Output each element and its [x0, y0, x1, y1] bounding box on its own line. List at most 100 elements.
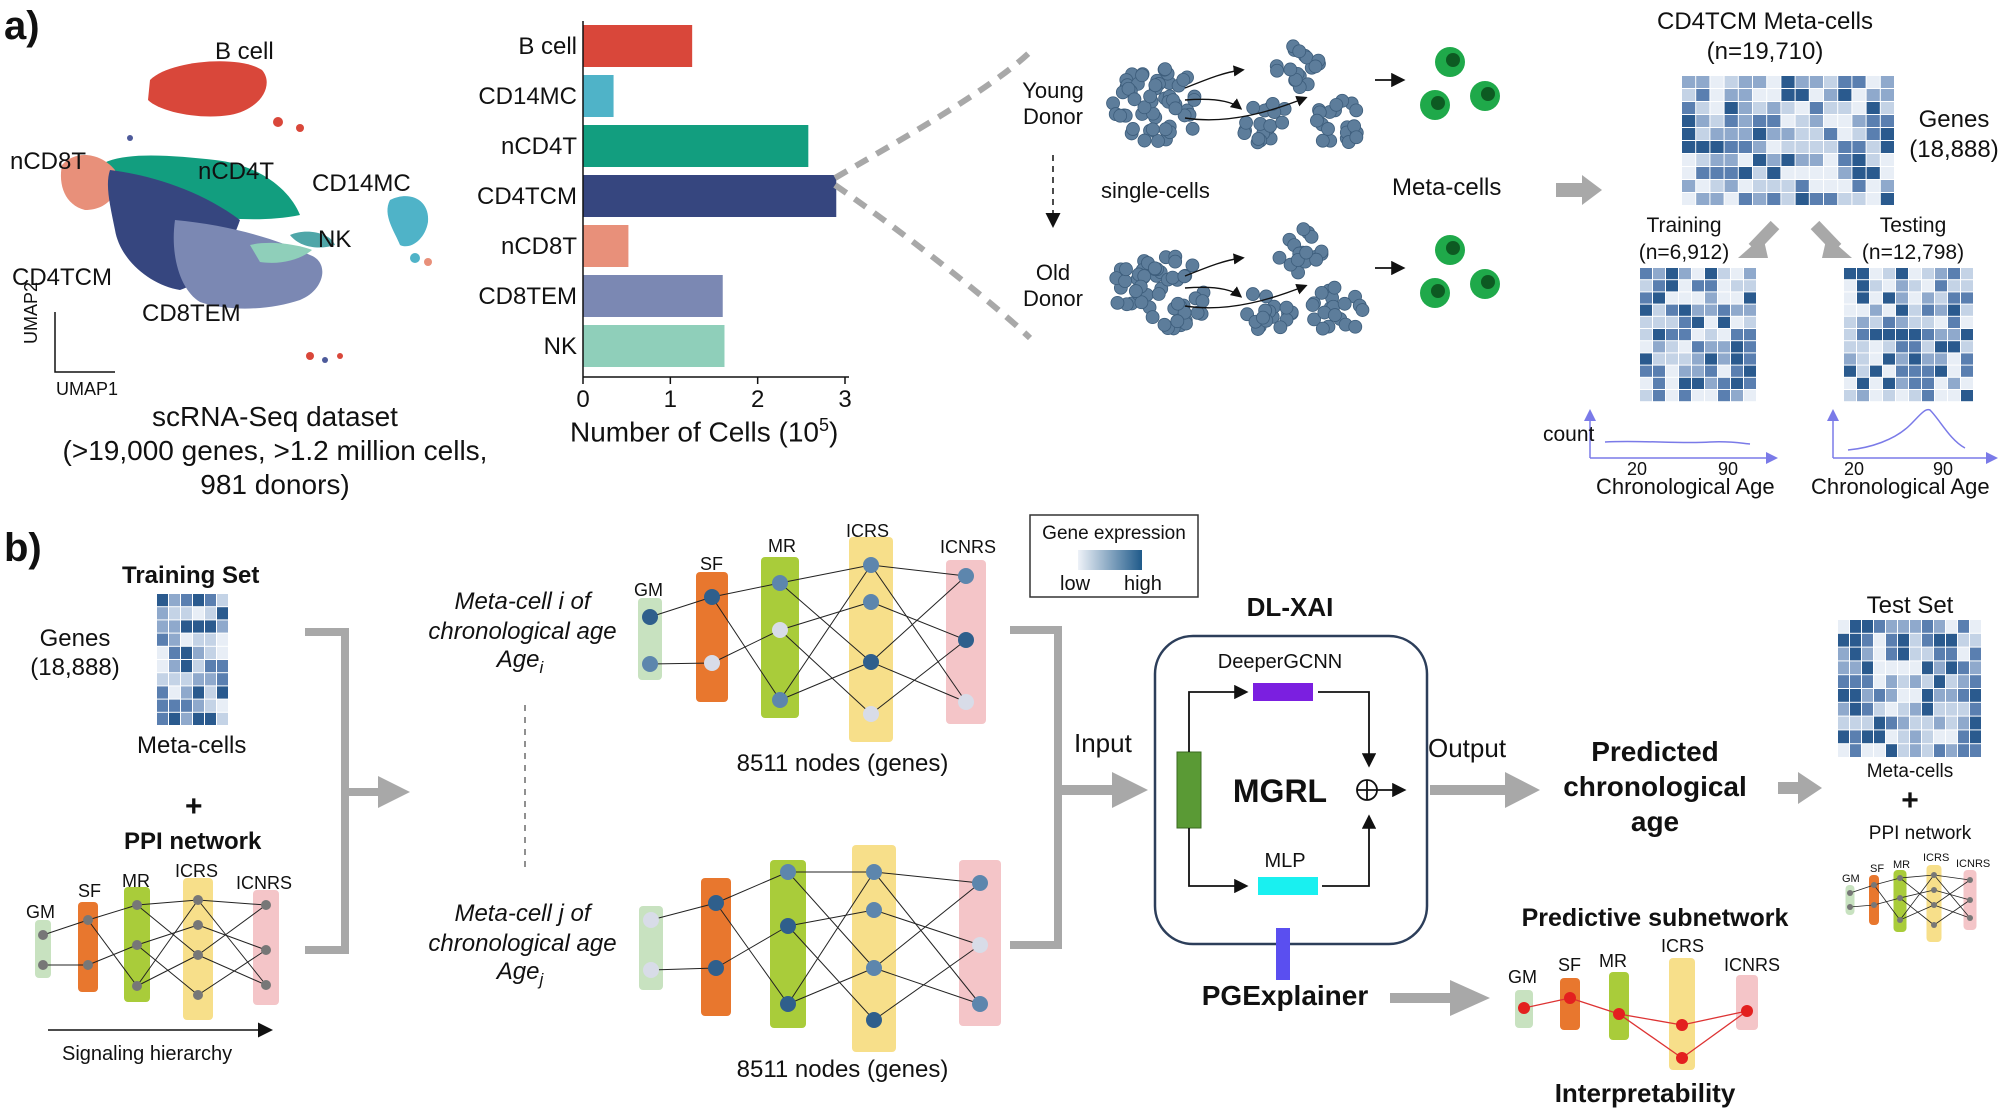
matrix-cell	[1883, 353, 1895, 365]
matrix-cell	[1870, 304, 1882, 316]
matrix-cell	[1896, 268, 1908, 280]
matrix-cell	[1948, 365, 1960, 377]
training-meta-cells: Meta-cells	[137, 732, 247, 759]
matrix-cell	[1934, 744, 1945, 757]
matrix-cell	[1958, 661, 1969, 675]
matrix-cell	[1886, 744, 1897, 757]
matrix-cell	[181, 594, 192, 607]
matrix-cell	[1640, 365, 1652, 377]
matrix-cell	[1705, 316, 1717, 328]
matrix-cell	[217, 646, 228, 659]
matrix-cell	[217, 660, 228, 673]
matrix-cell	[1909, 353, 1921, 365]
node	[1967, 877, 1973, 883]
matrix-cell	[1653, 390, 1665, 402]
matrix-cell	[1883, 268, 1895, 280]
matrix-cell	[1862, 689, 1873, 702]
matrix-cell	[1738, 115, 1752, 127]
matrix-cell	[1948, 377, 1960, 389]
matrix-cell	[1898, 689, 1909, 702]
matrix-cell	[1809, 180, 1823, 192]
matrix-cell	[1883, 292, 1895, 304]
edge	[715, 925, 789, 969]
cell	[1305, 298, 1320, 312]
matrix-cell	[1718, 353, 1730, 365]
bar-chart-tick-label: 2	[751, 386, 764, 413]
cell	[1296, 222, 1311, 237]
matrix-cell	[1809, 128, 1823, 140]
matrix-cell	[1705, 304, 1717, 316]
matrix-cell	[1910, 661, 1921, 675]
cell	[1337, 296, 1352, 311]
matrix-cell	[1696, 89, 1710, 101]
matrix-cell	[1718, 304, 1730, 316]
matrix-cell	[1682, 154, 1696, 166]
matrix-cell	[1710, 154, 1724, 166]
test-set-title: Test Set	[1866, 592, 1954, 619]
matrix-cell	[193, 620, 204, 633]
edge	[197, 949, 267, 996]
matrix-cell	[1961, 390, 1973, 402]
matrix-cell	[1710, 115, 1724, 127]
training-set-title: Training Set	[122, 562, 260, 589]
cell	[1168, 254, 1183, 269]
node	[958, 568, 974, 584]
matrix-cell	[1880, 128, 1894, 140]
net-left-mr: MR	[122, 871, 150, 891]
matrix-cell	[181, 712, 192, 725]
matrix-genes-line1: Genes	[1918, 106, 1990, 133]
umap-cd8tem-cluster	[173, 220, 323, 309]
matrix-cell	[1640, 341, 1652, 353]
matrix-cell	[1946, 647, 1957, 661]
matrix-cell	[217, 594, 228, 607]
matrix-cell	[1886, 620, 1897, 633]
mgrl-input-block	[1176, 751, 1202, 829]
matrix-cell	[1753, 167, 1767, 179]
training-age-distribution	[1584, 409, 1778, 464]
legend-low: low	[1060, 573, 1091, 595]
matrix-cell	[1898, 647, 1909, 661]
matrix-cell	[1781, 102, 1795, 114]
node	[704, 589, 720, 605]
node	[642, 609, 658, 625]
matrix-cell	[1870, 280, 1882, 292]
matrix-cell	[1898, 702, 1909, 716]
matrix-cell	[1874, 633, 1885, 647]
edge	[711, 596, 781, 701]
net-i-sf: SF	[700, 554, 724, 574]
matrix-cell	[1896, 353, 1908, 365]
zoom-line-bottom	[833, 182, 1033, 341]
test-set-matrix	[1838, 620, 1981, 757]
matrix-cell	[1922, 661, 1933, 675]
network-meta-cell-i	[638, 537, 986, 742]
matrix-cell	[1857, 304, 1869, 316]
matrix-cell	[1718, 268, 1730, 280]
edge	[649, 662, 713, 665]
node	[863, 594, 879, 610]
matrix-cell	[1696, 76, 1710, 88]
matrix-cell	[181, 633, 192, 646]
matrix-cell	[1922, 304, 1934, 316]
matrix-cell	[1781, 154, 1795, 166]
matrix-cell	[1935, 353, 1947, 365]
matrix-cell	[1934, 675, 1945, 688]
meta-cell-matrix	[1682, 76, 1894, 205]
edge	[1933, 904, 1971, 919]
matrix-cell	[1866, 180, 1880, 192]
node	[1613, 1008, 1625, 1020]
node	[772, 692, 788, 708]
matrix-cell	[1692, 365, 1704, 377]
mlp-block	[1258, 877, 1318, 895]
matrix-cell	[1880, 154, 1894, 166]
matrix-cell	[1653, 353, 1665, 365]
matrix-cell	[1640, 304, 1652, 316]
matrix-cell	[1724, 115, 1738, 127]
node	[1676, 1052, 1688, 1064]
bar-bcell	[583, 25, 693, 67]
matrix-cell	[1896, 304, 1908, 316]
matrix-cell	[1682, 128, 1696, 140]
matrix-cell	[1795, 167, 1809, 179]
umap-nk-cluster	[250, 242, 312, 263]
net-left-gm: GM	[26, 902, 55, 922]
